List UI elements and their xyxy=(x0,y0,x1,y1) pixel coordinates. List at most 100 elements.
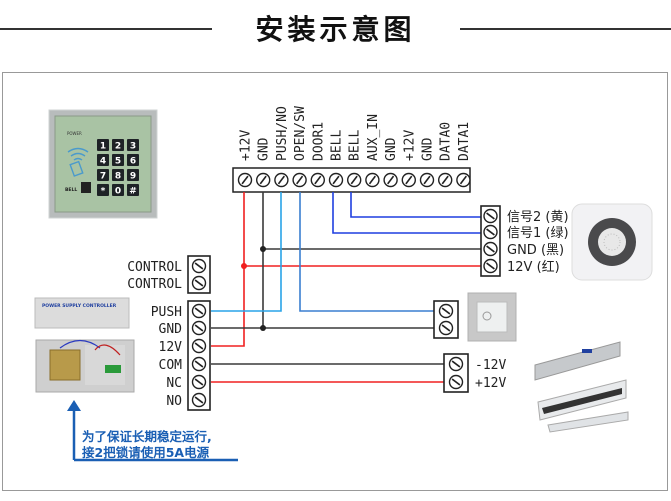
screw-icon xyxy=(347,172,362,188)
screw-icon xyxy=(191,258,207,274)
wire-bell-2 xyxy=(350,192,481,218)
screw-icon xyxy=(456,172,471,188)
screw-icon xyxy=(256,172,271,188)
screw-icon xyxy=(191,320,207,336)
screw-icon xyxy=(438,172,453,188)
doorbell-image xyxy=(571,203,653,281)
exit-button-image xyxy=(467,292,517,342)
junction-12v xyxy=(241,263,247,269)
screw-icon xyxy=(401,172,416,188)
keypad-bell-label: BELL xyxy=(65,187,77,193)
arrow-up-icon xyxy=(67,400,81,411)
terminal-label: PUSH xyxy=(151,305,182,320)
screw-icon xyxy=(292,172,307,188)
screw-icon xyxy=(483,258,498,274)
power-note: 为了保证长期稳定运行, 接2把锁请使用5A电源 xyxy=(67,400,238,462)
keypad-key-label: # xyxy=(129,187,137,197)
controller-terminal-label: +12V xyxy=(402,130,417,161)
lock-image xyxy=(534,341,629,433)
note-line-2: 接2把锁请使用5A电源 xyxy=(82,445,210,460)
terminal-label: 12V (红) xyxy=(507,259,560,275)
junction-gnd xyxy=(260,246,266,252)
control-terminal-block: CONTROL CONTROL xyxy=(127,255,211,294)
title-rule-left xyxy=(0,28,212,30)
keypad-key-label: 2 xyxy=(115,142,121,152)
controller-terminal-label: AUX_IN xyxy=(366,114,381,161)
terminal-label: GND xyxy=(159,322,183,337)
controller-terminal-label: +12V xyxy=(239,130,254,161)
terminal-label: 12V xyxy=(159,340,183,355)
screw-icon xyxy=(365,172,380,188)
screw-icon xyxy=(483,241,498,257)
screw-icon xyxy=(419,172,435,188)
wire-open-sw xyxy=(299,192,434,312)
terminal-label: NO xyxy=(166,394,182,409)
terminal-label: NC xyxy=(166,376,182,391)
keypad-key: 9 xyxy=(127,169,139,182)
screw-icon xyxy=(191,275,207,291)
screw-icon xyxy=(438,320,454,336)
note-line-1: 为了保证长期稳定运行, xyxy=(82,429,212,444)
exit-button-terminal-block xyxy=(433,300,459,339)
keypad-key-label: 6 xyxy=(130,157,136,167)
keypad-key-label: 1 xyxy=(100,142,106,152)
keypad-key: 1 xyxy=(97,139,109,152)
terminal-label: CONTROL xyxy=(127,277,182,292)
screw-icon xyxy=(483,224,498,240)
controller-terminal-label: DATA0 xyxy=(439,122,454,161)
rfid-icon xyxy=(67,147,89,177)
keypad-power-text: POWER xyxy=(67,131,82,136)
power-supply-label: POWER SUPPLY CONTROLLER xyxy=(42,303,117,309)
screw-icon xyxy=(448,356,464,372)
junction-exit-gnd xyxy=(260,325,266,331)
screw-icon xyxy=(448,374,464,390)
screw-icon xyxy=(191,338,207,354)
wire-gnd xyxy=(211,192,264,329)
keypad-key-label: 4 xyxy=(100,157,106,167)
terminal-label: CONTROL xyxy=(127,260,182,275)
keypad-key-label: 8 xyxy=(115,172,121,182)
keypad-key: * xyxy=(97,184,109,197)
wire-plus12v xyxy=(211,192,245,347)
keypad-key: 8 xyxy=(112,169,124,182)
controller-terminal-label: BELL xyxy=(330,130,345,161)
power-supply-image: POWER SUPPLY CONTROLLER xyxy=(34,297,135,393)
controller-terminal-label: DATA1 xyxy=(457,122,472,161)
wire-bell-1 xyxy=(332,192,481,234)
controller-terminal-label: GND xyxy=(384,137,399,161)
bell-key xyxy=(81,182,91,193)
keypad-key: 5 xyxy=(112,154,124,167)
controller-terminal-label: OPEN/SW xyxy=(293,106,308,161)
title-rule-right xyxy=(460,28,671,30)
keypad-key: 2 xyxy=(112,139,124,152)
screw-icon xyxy=(274,172,289,188)
terminal-label: 信号2 (黄) xyxy=(507,210,569,225)
controller-terminal-label: PUSH/NO xyxy=(275,106,290,161)
keypad-key-label: 7 xyxy=(100,172,106,182)
keypad-key-label: 3 xyxy=(130,142,136,152)
screw-icon xyxy=(328,172,344,188)
controller-terminal-label: BELL xyxy=(348,130,363,161)
controller-terminal-label: DOOR1 xyxy=(311,122,326,161)
keypad-key: 7 xyxy=(97,169,109,182)
terminal-label: -12V xyxy=(475,358,506,373)
wires xyxy=(211,192,481,383)
terminal-label: +12V xyxy=(475,376,506,391)
screw-icon xyxy=(237,172,253,188)
page-title: 安装示意图 xyxy=(255,13,416,46)
keypad-key: # xyxy=(127,184,139,197)
screw-icon xyxy=(191,374,207,390)
lock-terminal-block: -12V +12V xyxy=(443,353,506,393)
keypad-key-label: 5 xyxy=(115,157,121,167)
screw-icon xyxy=(310,172,325,188)
screw-icon xyxy=(383,172,398,188)
screw-icon xyxy=(438,303,454,319)
power-terminal-block: PUSH GND 12V COM NC NO xyxy=(151,300,211,411)
doorbell-terminal-block: 信号2 (黄)信号1 (绿)GND (黑)12V (红) xyxy=(480,205,569,277)
keypad-key: 6 xyxy=(127,154,139,167)
diagram-frame xyxy=(2,72,668,491)
terminal-label: COM xyxy=(159,358,183,373)
